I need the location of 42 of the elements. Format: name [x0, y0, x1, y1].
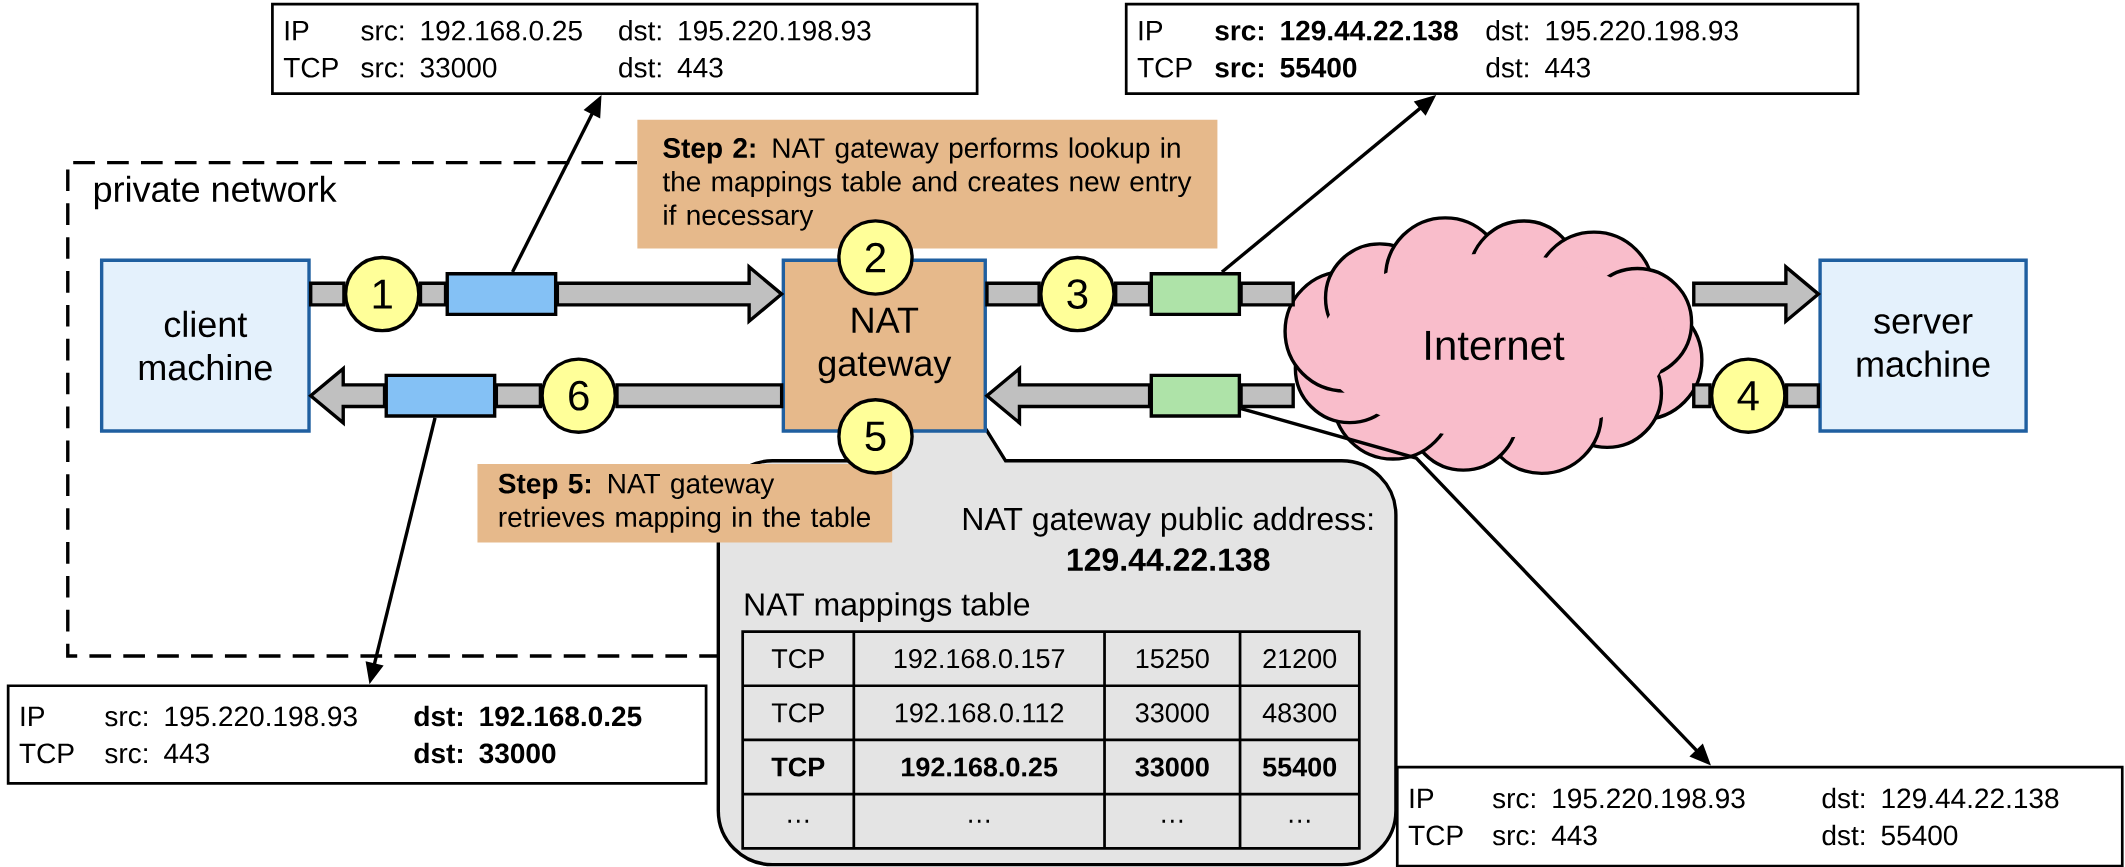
- internet-cloud: Internet: [1283, 216, 1704, 475]
- packet-header-box: IP src: 195.220.198.93 dst: 129.44.22.138 TCP src: 443 dst: 55400: [1395, 765, 2124, 867]
- packet-box: [384, 373, 497, 418]
- packet-header-box: IP src: 192.168.0.25 dst: 195.220.198.93 TCP src: 33000 dst: 443: [271, 2, 979, 95]
- table-cell: 21200: [1263, 648, 1337, 669]
- packet-box: [1149, 271, 1242, 316]
- flow-arrow: [555, 263, 785, 325]
- flow-arrow: [1239, 281, 1295, 307]
- packet-header-box: IP src: 195.220.198.93 dst: 192.168.0.25 TCP src: 443 dst: 33000: [6, 684, 708, 785]
- flow-arrow: [1692, 383, 1712, 409]
- flow-arrow: [308, 364, 387, 427]
- table-cell: TCP: [771, 703, 824, 723]
- computer-box: client machine: [99, 258, 311, 433]
- table-cell: 48300: [1262, 703, 1337, 723]
- note-box: Step 5: NAT gateway retrieves mapping in the table: [477, 463, 893, 543]
- flow-arrow: [1114, 281, 1152, 307]
- table-cell: …: [969, 819, 989, 823]
- flow-arrow: [984, 364, 1152, 427]
- flow-arrow: [615, 383, 784, 409]
- packet-box: [445, 271, 558, 316]
- table-cell: TCP: [771, 757, 825, 777]
- packet-header-box: IP src: 129.44.22.138 dst: 195.220.198.93 TCP src: 55400 dst: 443: [1124, 2, 1860, 95]
- flow-arrow: [1692, 263, 1822, 325]
- flow-arrow: [1784, 383, 1821, 409]
- table-cell: …: [1289, 819, 1310, 823]
- table-cell: TCP: [771, 648, 824, 669]
- packet-box: [1149, 373, 1242, 418]
- table-cell: 55400: [1262, 757, 1337, 777]
- computer-box: server machine: [1818, 258, 2028, 433]
- table-cell: …: [1162, 819, 1183, 823]
- table-cell: 33000: [1135, 757, 1209, 777]
- flow-arrow: [494, 383, 543, 409]
- table-cell: 192.168.0.112: [895, 703, 1064, 723]
- table-cell: 33000: [1135, 703, 1209, 723]
- table-cell: 15250: [1136, 648, 1209, 669]
- flow-arrow: [309, 281, 346, 307]
- flow-arrow: [985, 281, 1041, 307]
- flow-arrow: [1239, 383, 1295, 409]
- table-cell: 192.168.0.157: [894, 648, 1065, 669]
- flow-arrow: [418, 281, 448, 307]
- table-cell: …: [788, 819, 809, 823]
- table-cell: 192.168.0.25: [902, 757, 1058, 777]
